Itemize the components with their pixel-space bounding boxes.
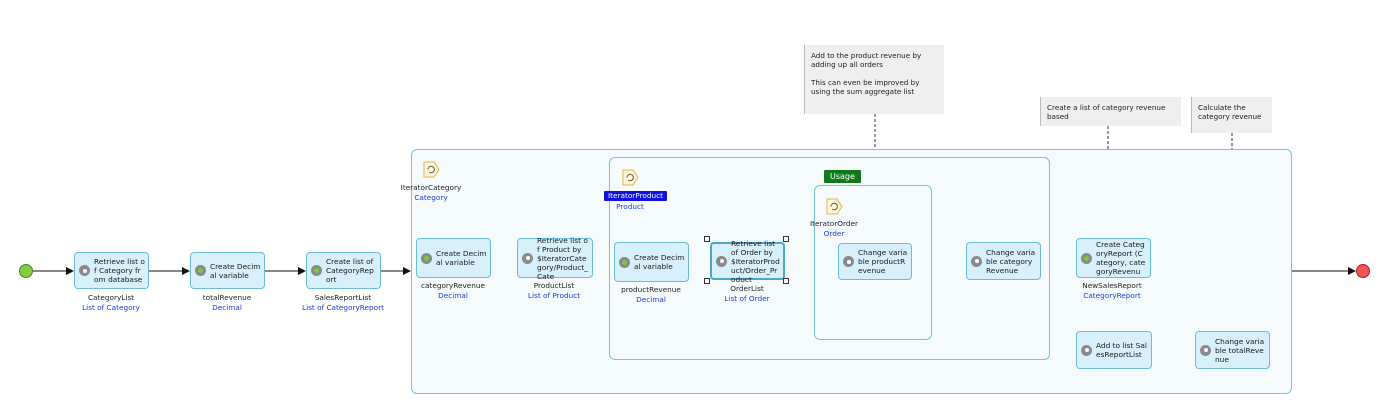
activity-create-sales-report-list[interactable]: Create list of CategoryReport [306, 252, 381, 289]
output-type: Decimal [212, 303, 242, 312]
output-caption-sales-report-list: SalesReportList List of CategoryReport [302, 293, 384, 313]
output-name: ProductList [533, 281, 575, 290]
change-list-icon [1081, 344, 1092, 356]
activity-change-category-revenue[interactable]: Change variable categoryRevenue [966, 242, 1041, 280]
activity-change-product-revenue[interactable]: Change variable productRevenue [838, 243, 912, 280]
output-type: List of Category [82, 303, 140, 312]
output-caption-product-revenue: productRevenue Decimal [621, 285, 681, 305]
annotation-category-list[interactable]: Create a list of category revenue based [1040, 97, 1181, 126]
output-name: NewSalesReport [1082, 281, 1142, 290]
activity-label: Create Decimal variable [436, 249, 487, 267]
activity-retrieve-product[interactable]: Retrieve list of Product by $IteratorCat… [517, 235, 593, 281]
annotation-product-revenue[interactable]: Add to the product revenue by adding up … [804, 45, 944, 114]
output-type: Decimal [636, 295, 666, 304]
activity-retrieve-order[interactable]: Retrieve list of Order by $IteratorProdu… [710, 239, 785, 284]
output-name: SalesReportList [314, 293, 372, 302]
selection-handle-bottom-right[interactable] [783, 278, 789, 284]
output-type: List of CategoryReport [302, 303, 384, 312]
output-type: List of Order [724, 294, 770, 303]
output-type: Decimal [438, 291, 468, 300]
output-type: CategoryReport [1083, 291, 1141, 300]
output-name: productRevenue [621, 285, 681, 294]
output-name: CategoryList [87, 293, 135, 302]
activity-create-total-revenue[interactable]: Create Decimal variable [190, 252, 265, 289]
iterator-category-type: Category [414, 193, 448, 202]
output-caption-total-revenue: totalRevenue Decimal [203, 293, 251, 313]
activity-label: Create Decimal variable [210, 261, 261, 280]
output-name: OrderList [730, 284, 764, 293]
selection-handle-top-right[interactable] [783, 236, 789, 242]
start-event[interactable] [19, 264, 33, 278]
iterator-order-icon [826, 198, 843, 215]
selection-handle-top-left[interactable] [704, 236, 710, 242]
retrieve-icon [522, 252, 533, 264]
iterator-product-name: IteratorProduct [604, 191, 668, 201]
retrieve-icon [79, 265, 90, 276]
change-variable-icon [843, 256, 854, 267]
create-object-icon [1081, 252, 1092, 264]
activity-create-category-report[interactable]: Create CategoryReport (Category, categor… [1076, 238, 1151, 278]
change-variable-icon [971, 255, 982, 267]
create-variable-icon [421, 252, 432, 264]
activity-label: Change variable categoryRevenue [986, 247, 1036, 275]
output-caption-new-sales-report: NewSalesReport CategoryReport [1082, 281, 1142, 301]
activity-label: Create Decimal variable [634, 253, 685, 271]
change-variable-icon [1200, 344, 1211, 356]
activity-add-to-list[interactable]: Add to list SalesReportList [1076, 331, 1152, 369]
activity-create-product-revenue[interactable]: Create Decimal variable [614, 242, 689, 282]
activity-retrieve-category[interactable]: Retrieve list of Category from database [74, 252, 149, 289]
create-list-icon [311, 265, 322, 276]
activity-label: Change variable productRevenue [858, 248, 908, 275]
output-caption-product-list: ProductList List of Product [528, 281, 580, 301]
create-variable-icon [195, 265, 206, 276]
selection-handle-bottom-left[interactable] [704, 278, 710, 284]
iterator-category-icon [423, 161, 440, 178]
activity-label: Create list of CategoryReport [326, 257, 374, 284]
activity-label: Retrieve list of Product by $IteratorCat… [537, 235, 588, 281]
iterator-order-name: IteratorOrder [809, 219, 859, 228]
end-event[interactable] [1356, 264, 1370, 278]
activity-label: Create CategoryReport (Category, categor… [1096, 240, 1146, 276]
iterator-product-icon [622, 169, 639, 186]
retrieve-icon [716, 255, 727, 267]
output-name: totalRevenue [202, 293, 252, 302]
activity-label: Change variable totalRevenue [1215, 336, 1265, 364]
output-caption-category-list: CategoryList List of Category [82, 293, 140, 313]
create-variable-icon [619, 256, 630, 268]
output-type: List of Product [527, 291, 581, 300]
annotation-category-revenue[interactable]: Calculate the category revenue [1191, 97, 1272, 133]
activity-label: Retrieve list of Order by $IteratorProdu… [731, 238, 780, 284]
iterator-category-name: IteratorCategory [400, 183, 462, 192]
iterator-category-label: IteratorCategory Category [401, 183, 462, 203]
output-caption-category-revenue: categoryRevenue Decimal [421, 281, 485, 301]
output-caption-order-list: OrderList List of Order [724, 284, 769, 304]
output-name: categoryRevenue [420, 281, 486, 290]
loop-order-caption: Usage [824, 170, 861, 183]
activity-change-total-revenue[interactable]: Change variable totalRevenue [1195, 331, 1270, 369]
iterator-order-type: Order [823, 229, 845, 238]
iterator-product-type-wrap: Product [616, 202, 644, 212]
iterator-product-type: Product [616, 202, 644, 211]
iterator-order-label: IteratorOrder Order [810, 219, 858, 239]
activity-label: Retrieve list of Category from database [94, 257, 145, 284]
activity-create-category-revenue[interactable]: Create Decimal variable [416, 238, 491, 278]
activity-label: Add to list SalesReportList [1096, 341, 1147, 359]
